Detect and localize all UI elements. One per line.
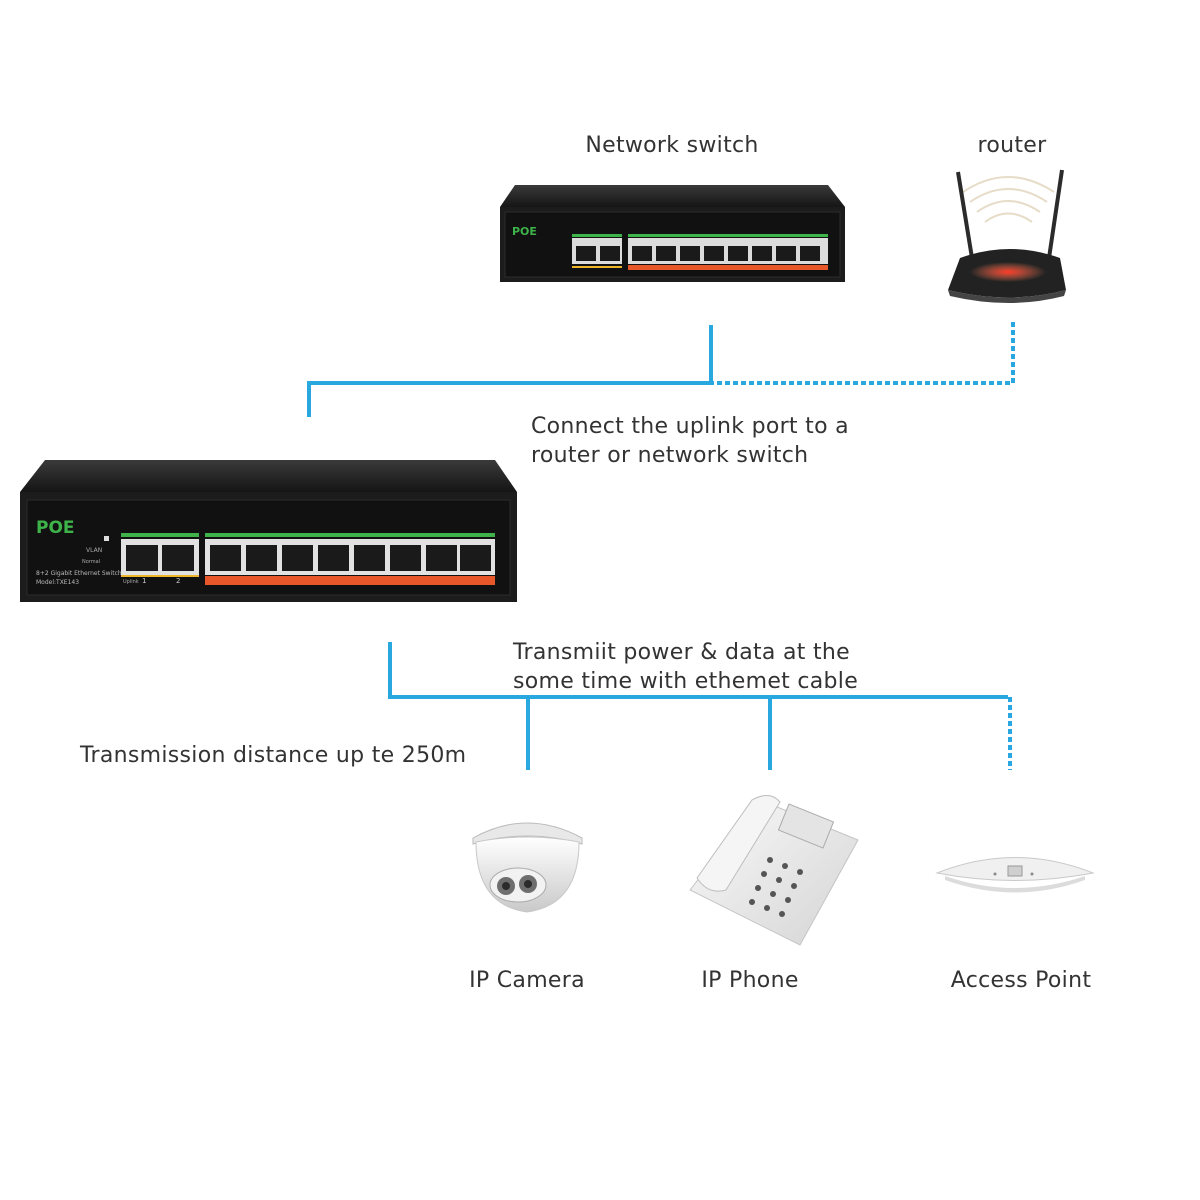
network-switch-icon: POE [500, 185, 845, 282]
ip-phone-label: IP Phone [701, 968, 799, 993]
dip-switch [104, 536, 109, 541]
uplink-port-number-1: 1 [142, 577, 146, 585]
switch-vlan-label: VLAN [86, 547, 102, 554]
switch-uplink-cable [307, 325, 713, 417]
switch-model: Model:TXE143 [36, 579, 79, 586]
ip-camera-icon [472, 822, 583, 913]
switch-brand: POE [36, 518, 75, 538]
ip-camera-label: IP Camera [469, 968, 585, 993]
uplink-port-1 [126, 545, 158, 571]
uplink-caption-line2: router or network switch [531, 443, 809, 468]
poe-switch-icon: POE VLAN Normal 8+2 Gigabit Ethernet Swi… [20, 460, 517, 602]
switch-normal-label: Normal [82, 559, 100, 565]
downlink-cables [388, 642, 1012, 770]
svg-text:POE: POE [512, 225, 537, 238]
router-uplink-cable [713, 322, 1015, 385]
uplink-port-number-2: 2 [176, 577, 180, 585]
switch-description: 8+2 Gigabit Ethernet Switch [36, 570, 122, 577]
poe-ports [210, 545, 491, 571]
transmit-caption-line1: Transmiit power & data at the [513, 640, 851, 665]
uplink-cables [307, 322, 1015, 417]
uplink-port-2 [162, 545, 194, 571]
distance-caption: Transmission distance up te 250m [80, 743, 467, 768]
network-switch-label: Network switch [585, 133, 759, 158]
uplink-caption-line1: Connect the uplink port to a [531, 414, 849, 439]
transmit-caption-line2: some time with ethemet cable [513, 669, 859, 694]
access-point-label: Access Point [950, 968, 1092, 993]
uplink-label: Uplink [123, 579, 139, 585]
router-label: router [977, 133, 1047, 158]
router-icon [948, 169, 1066, 303]
access-point-icon [935, 857, 1095, 893]
poe-trunk-cable [388, 642, 1008, 699]
ip-phone-icon [689, 795, 859, 946]
